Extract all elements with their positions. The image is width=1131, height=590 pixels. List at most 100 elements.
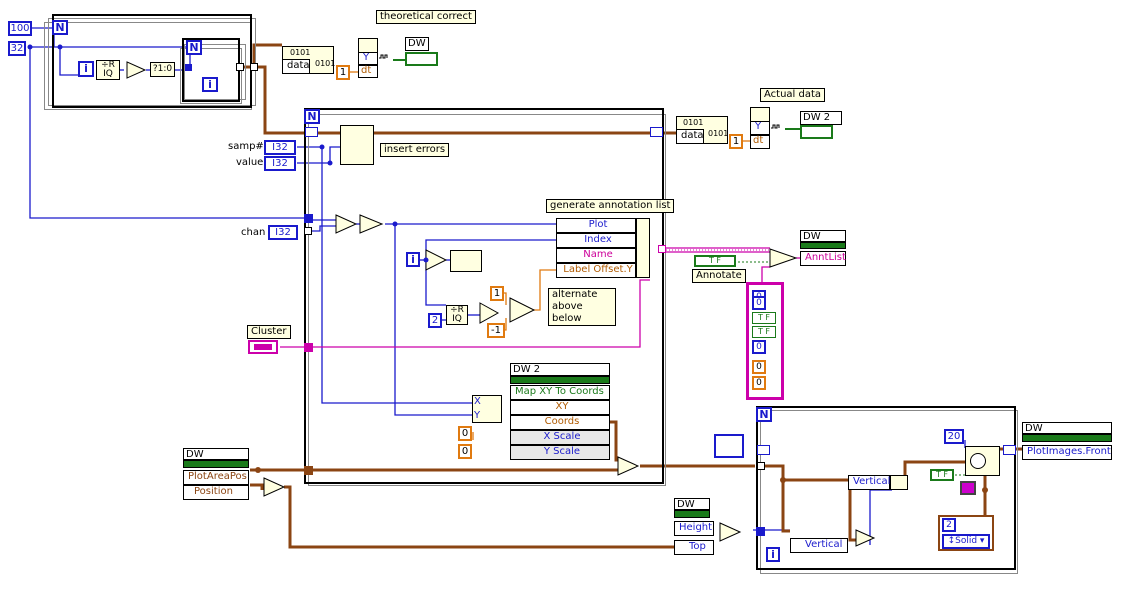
number-to-string-node — [450, 250, 482, 272]
vertical-property: Vertical — [790, 538, 848, 553]
data-terminal-2: data — [676, 129, 704, 144]
array-elem-3: T F — [752, 326, 776, 338]
wire-wave-top — [243, 43, 282, 69]
shift-register-right — [650, 127, 663, 137]
dw-waveform-indicator[interactable] — [405, 52, 438, 66]
bundle-index: Index — [556, 233, 636, 248]
binary-glyph-2: 0101 — [315, 59, 336, 68]
outer-for-loop[interactable] — [52, 14, 252, 108]
data-terminal-1: data — [282, 59, 310, 74]
wire-samp — [297, 146, 472, 404]
wire-wave-main — [254, 65, 676, 135]
right-shift-register-right — [1003, 445, 1016, 455]
array-elem-2: T F — [752, 312, 776, 324]
shift-register-left — [305, 127, 318, 137]
constant-32[interactable]: 32 — [8, 41, 26, 56]
map-xy-input: XY — [510, 400, 610, 415]
bundle-xy-node — [472, 395, 502, 423]
dw-annot-title: DW — [800, 230, 846, 242]
array-elem-4: 0 — [752, 340, 766, 354]
dw-right-title: DW — [1022, 422, 1112, 434]
array-elem-6: 0 — [752, 376, 766, 390]
cluster-control[interactable] — [248, 340, 278, 354]
right-shift-register-left — [757, 445, 770, 455]
c0-constant-b[interactable]: 0 — [458, 444, 472, 459]
inner-loop-shadow-2 — [184, 44, 246, 100]
wire-pos-top — [284, 485, 676, 549]
main-loop-n-terminal: N — [304, 109, 320, 124]
annotate-bool-constant[interactable]: T F — [694, 255, 736, 267]
outer-loop-n-terminal: N — [52, 20, 68, 35]
wire-cluster — [280, 279, 650, 348]
wire-right-c — [903, 460, 965, 480]
theoretical-correct-label: theoretical correct — [376, 10, 476, 24]
pen-style-ring[interactable]: ↕Solid ▾ — [942, 534, 990, 549]
bundle-plot: Plot — [556, 218, 636, 233]
alternate-label: alternate above below — [548, 288, 616, 326]
constant-2[interactable]: 2 — [428, 313, 442, 328]
x-input-label: X — [474, 396, 481, 407]
cluster-tunnel — [304, 343, 313, 352]
select-node — [509, 297, 536, 323]
dw2-indicator-label: DW 2 — [800, 111, 842, 125]
plot-area-pos-property: PlotAreaPos — [183, 470, 249, 485]
map-coords-output: Coords — [510, 415, 610, 430]
build-wf-dt-1: dt — [358, 65, 378, 78]
constant-20[interactable]: 20 — [944, 429, 964, 444]
constant-100[interactable]: 100 — [8, 21, 32, 36]
wire-right-a — [757, 464, 790, 533]
dw2-waveform-indicator[interactable] — [800, 125, 833, 139]
chan-tunnel — [304, 227, 312, 235]
draw-line-glyph — [970, 453, 986, 469]
plotarea-tunnel — [304, 466, 313, 475]
dt-constant-2[interactable]: 1 — [729, 134, 743, 149]
position-property: Position — [183, 485, 249, 500]
subtract-vertical — [855, 529, 876, 547]
samp-control[interactable]: I32 — [264, 140, 296, 155]
c0-constant-a[interactable]: 0 — [458, 426, 472, 441]
picture-constant[interactable] — [714, 434, 744, 458]
generate-annotation-label: generate annotation list — [546, 199, 675, 213]
subtract-position — [263, 477, 286, 497]
chan-label: chan — [241, 227, 266, 238]
array-elem-5: 0 — [752, 360, 766, 374]
dropdown-icon: ▾ — [977, 536, 985, 546]
select-annot — [769, 248, 798, 268]
add-height-top — [719, 522, 742, 542]
wire-i-q — [425, 260, 446, 306]
outer-loop-output-tunnel — [250, 63, 258, 71]
map-node-bar — [510, 376, 610, 384]
inner-loop-shadow — [180, 48, 242, 104]
offset-constant-1[interactable]: 1 — [490, 286, 504, 301]
bundle-name: Name — [556, 248, 636, 263]
decrement-node — [359, 214, 384, 234]
value-control[interactable]: I32 — [264, 156, 296, 171]
dw-bottom-title: DW — [674, 498, 710, 510]
chan-control[interactable]: I32 — [268, 225, 298, 240]
subtract-node — [335, 214, 358, 234]
cluster-label: Cluster — [247, 325, 291, 339]
tf-bool-constant[interactable]: T F — [930, 469, 954, 481]
actual-data-label: Actual data — [760, 88, 826, 102]
main-loop-i-terminal: i — [406, 252, 420, 267]
dw-left-bar — [183, 460, 249, 468]
offset-constant-neg1[interactable]: -1 — [487, 323, 505, 338]
n-tunnel — [304, 214, 313, 223]
outer-loop-shadow-2 — [48, 18, 256, 106]
right-for-loop[interactable] — [756, 406, 1016, 570]
bundle-label-offset: Label Offset.Y — [556, 263, 636, 278]
outer-loop-i-terminal: i — [78, 61, 94, 77]
right-loop-n-terminal: N — [756, 407, 772, 422]
color-box-constant[interactable] — [960, 481, 976, 495]
wire-vert — [869, 489, 892, 545]
pen-width-constant[interactable]: 2 — [942, 518, 956, 532]
annotate-label: Annotate — [692, 269, 746, 283]
dt-constant-1[interactable]: 1 — [336, 65, 350, 80]
inner-loop-tunnel — [185, 64, 192, 71]
binary-glyph-1: 0101 — [290, 48, 311, 57]
vertical-bundle: Vertical — [848, 475, 890, 490]
main-for-loop[interactable] — [304, 108, 664, 484]
dw-indicator-label: DW — [405, 37, 429, 51]
